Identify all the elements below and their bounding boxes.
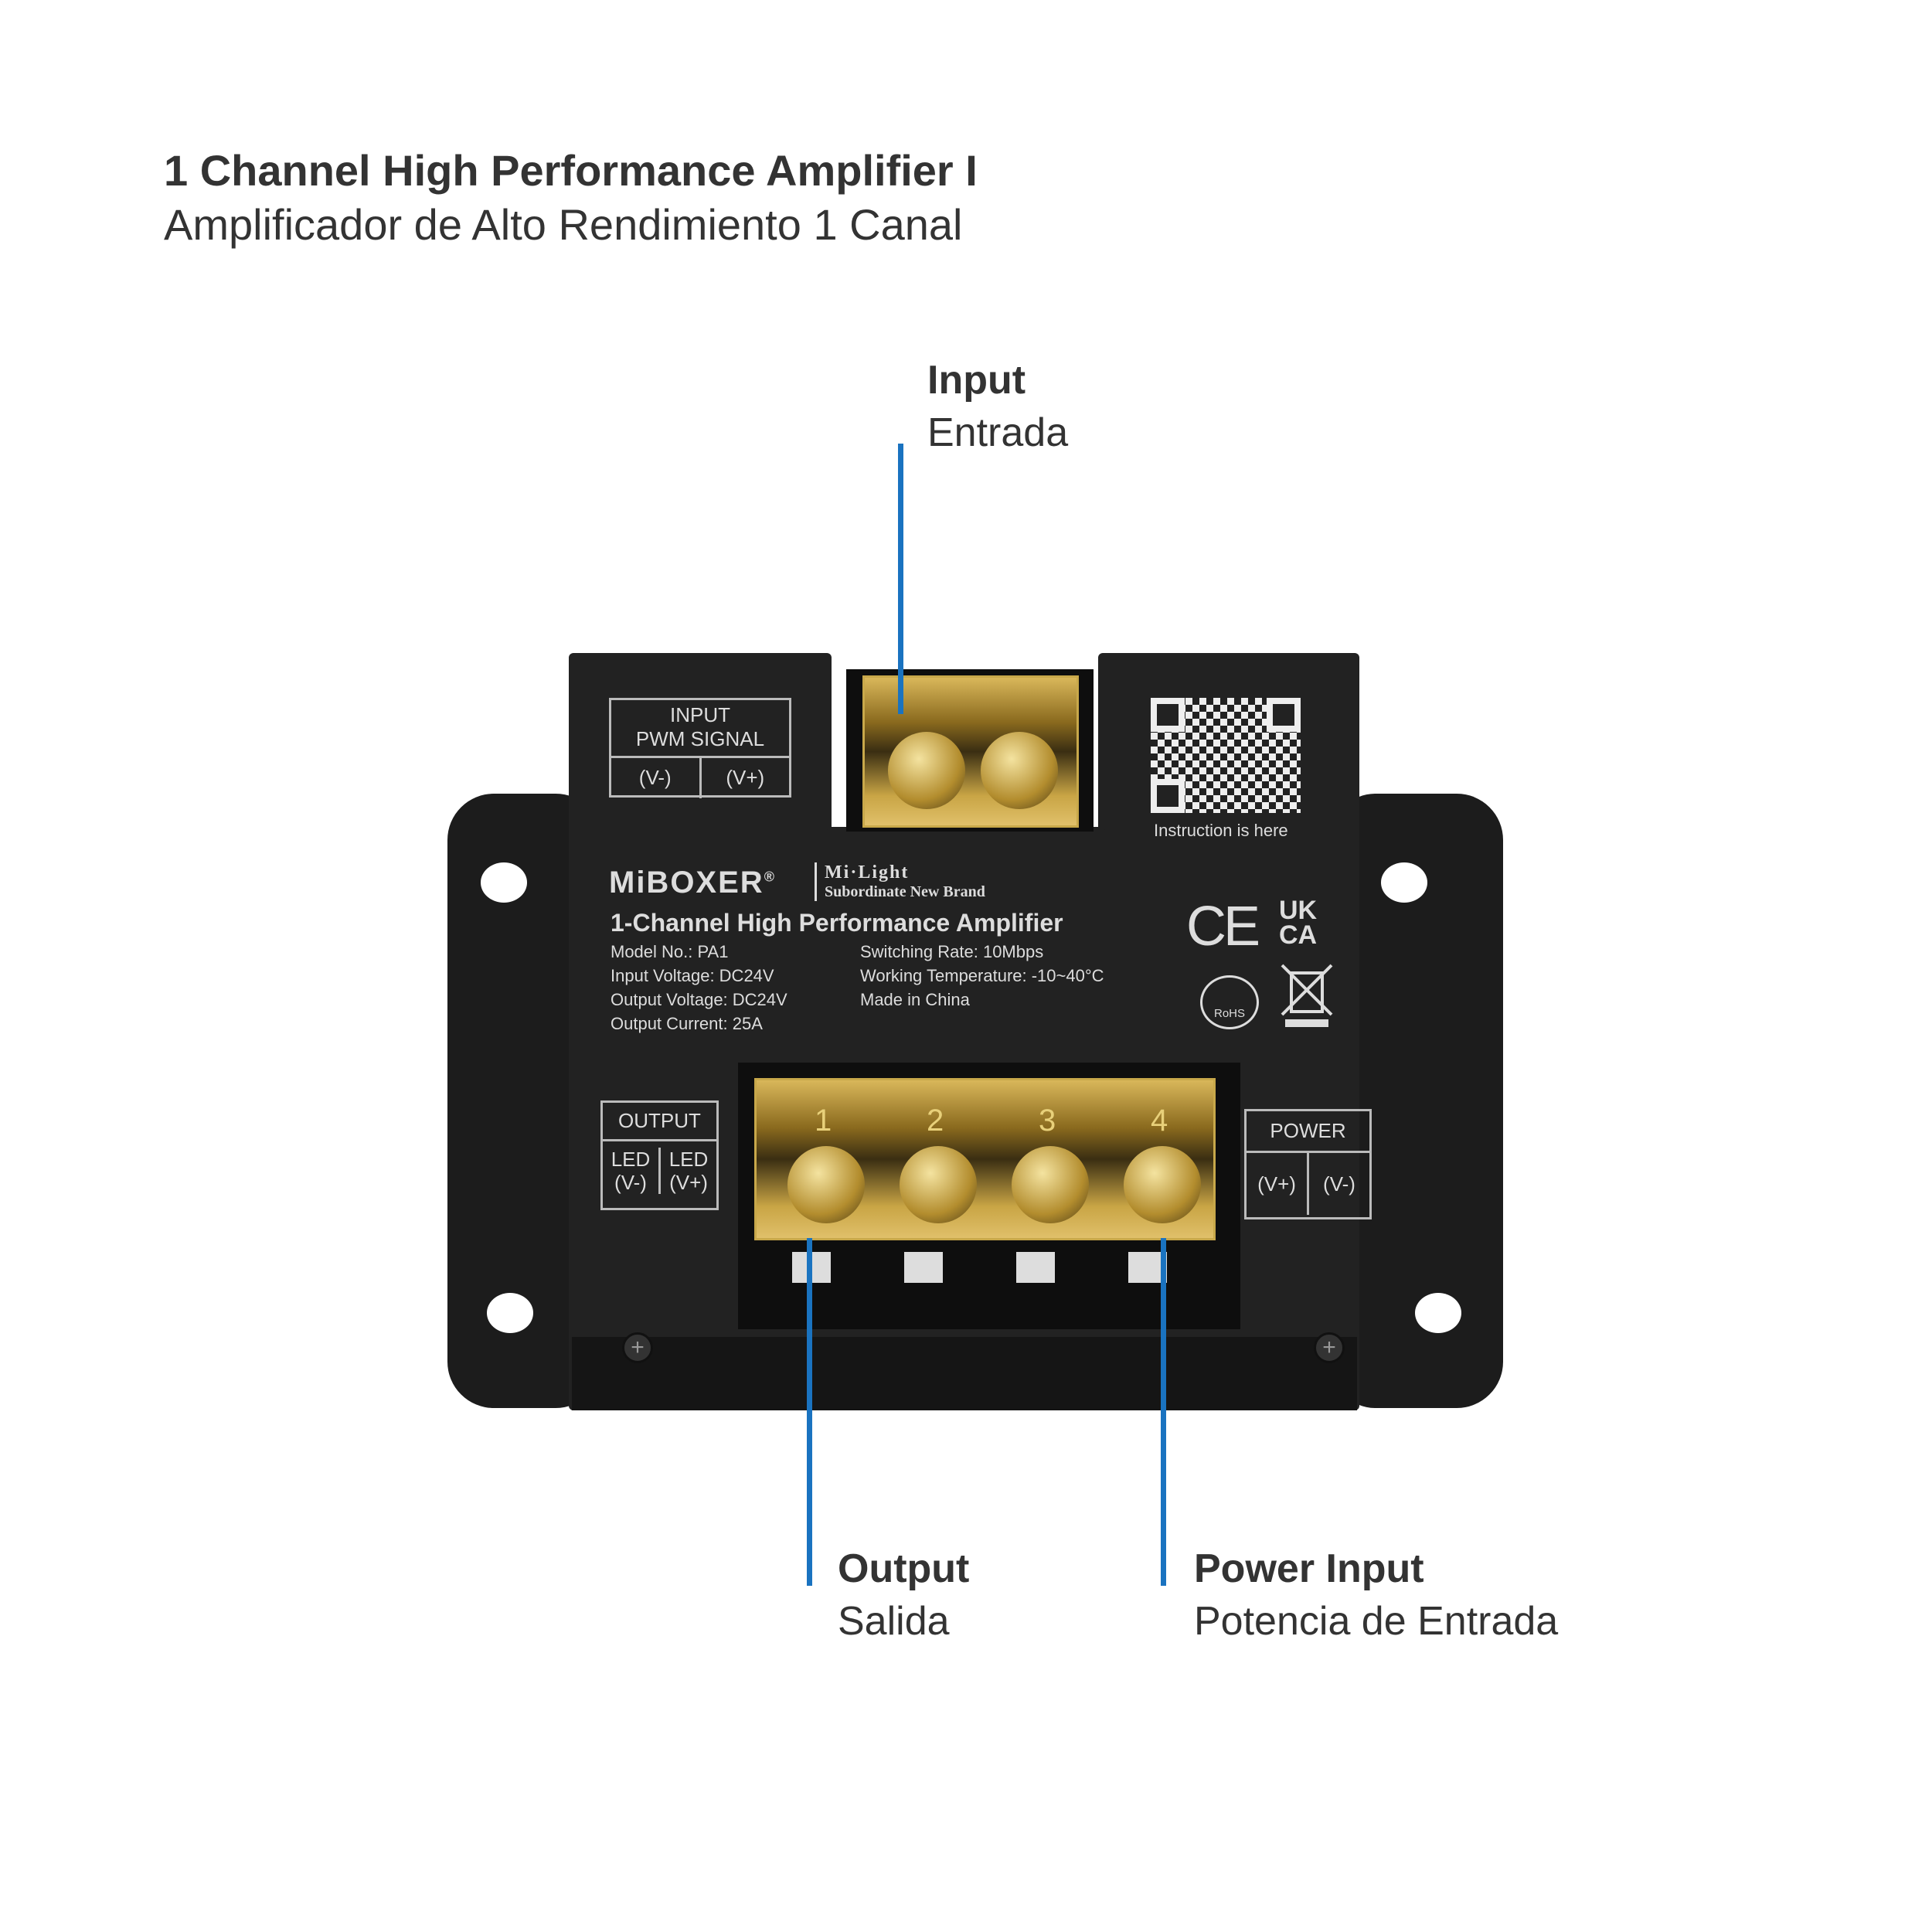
output-label-box: OUTPUT LED(V-) LED(V+) — [600, 1100, 719, 1210]
housing-base — [572, 1337, 1357, 1410]
screw-icon: + — [622, 1332, 653, 1363]
mounting-hole — [481, 862, 527, 903]
sub-brand: Mi·Light Subordinate New Brand — [815, 862, 985, 901]
mounting-hole — [1415, 1293, 1461, 1333]
input-callout-title: Input — [927, 358, 1026, 403]
output-callout-title: Output — [838, 1546, 970, 1591]
product-name: 1-Channel High Performance Amplifier — [611, 909, 1063, 937]
input-pwm-signal-label: INPUT PWM SIGNAL (V-) (V+) — [609, 698, 791, 798]
screw-icon: + — [1314, 1332, 1345, 1363]
power-callout-line — [1161, 1238, 1166, 1586]
weee-bin-icon — [1279, 962, 1335, 1030]
output-terminal-block[interactable]: 1 2 3 4 — [754, 1078, 1216, 1240]
input-callout-subtitle: Entrada — [927, 410, 1069, 455]
terminal-clip — [904, 1252, 943, 1283]
output-callout-subtitle: Salida — [838, 1599, 950, 1644]
page-title: 1 Channel High Performance Amplifier I — [164, 146, 978, 195]
terminal-clip — [1016, 1252, 1055, 1283]
input-callout-line — [898, 444, 903, 714]
output-callout-line — [807, 1238, 812, 1586]
mounting-hole — [487, 1293, 533, 1333]
rohs-icon: RoHS — [1200, 975, 1259, 1029]
power-callout-title: Power Input — [1194, 1546, 1424, 1591]
page-subtitle: Amplificador de Alto Rendimiento 1 Canal — [164, 200, 963, 249]
ce-mark: CE — [1186, 896, 1260, 957]
brand-logo: MiBOXER® — [609, 866, 776, 900]
input-terminal-block[interactable] — [862, 675, 1079, 828]
power-callout-subtitle: Potencia de Entrada — [1194, 1599, 1559, 1644]
qr-code[interactable] — [1151, 698, 1301, 813]
qr-caption: Instruction is here — [1154, 821, 1288, 840]
power-label-box: POWER (V+) (V-) — [1244, 1109, 1372, 1219]
terminal-clip — [1128, 1252, 1167, 1283]
mounting-hole — [1381, 862, 1427, 903]
